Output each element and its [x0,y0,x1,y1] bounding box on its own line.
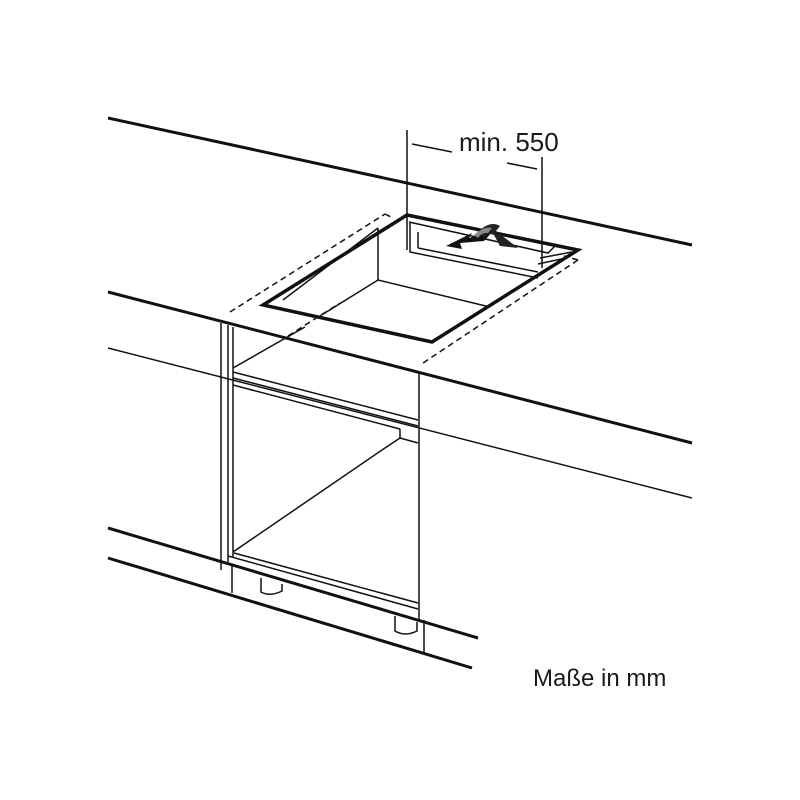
dimension-label: min. 550 [459,127,559,157]
plinth-bottom-edge [107,556,473,670]
cabinet-foot-left [260,578,283,595]
cutout-inner-rim [282,227,379,301]
worktop-front-edge [107,290,693,445]
cabinet-projection-dashed [229,213,579,366]
worktop-underside [107,347,693,499]
plinth-top-edge [107,526,479,640]
units-note: Maße in mm [533,665,667,692]
rear-strip [408,221,556,254]
cabinet-bottom [227,555,419,610]
cabinet-foot-right [394,616,418,635]
worktop-rear-edge [107,116,693,247]
worktop-cutout [258,213,583,344]
cabinet-inner-back-top [232,326,306,369]
cabinet-inner-diagonal [232,449,383,553]
